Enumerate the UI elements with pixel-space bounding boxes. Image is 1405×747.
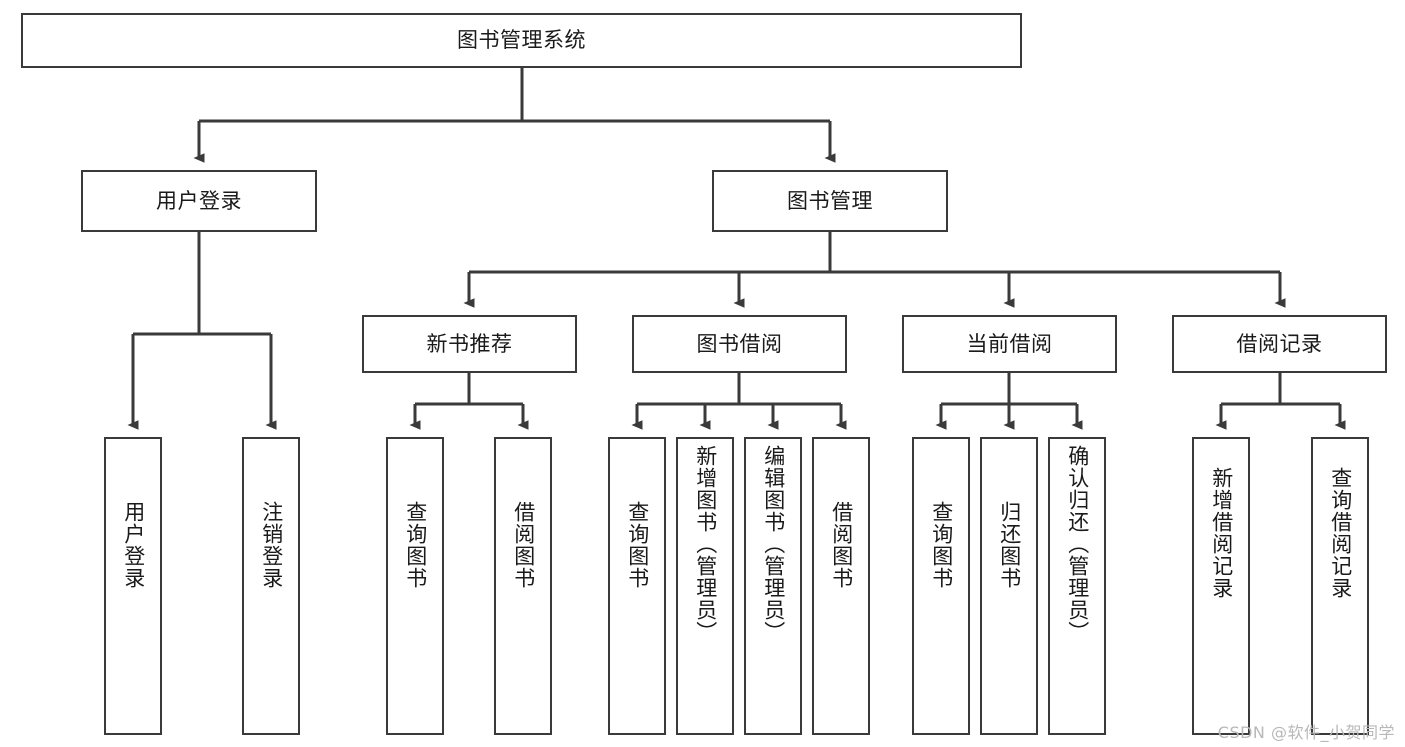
leaf-logout-login[interactable]: 注销登录	[242, 437, 300, 735]
node-user-login[interactable]: 用户登录	[81, 170, 317, 232]
leaf-confirm-return[interactable]: 确认归还（管理员）	[1048, 437, 1106, 735]
leaf-user-login-label: 用户登录	[121, 501, 146, 589]
leaf-query-record-label: 查询借阅记录	[1328, 467, 1353, 599]
leaf-borrow-book-1[interactable]: 借阅图书	[494, 437, 552, 735]
leaf-add-book[interactable]: 新增图书（管理员）	[676, 437, 734, 735]
node-new-book-recommend[interactable]: 新书推荐	[362, 315, 577, 373]
leaf-query-book-1[interactable]: 查询图书	[386, 437, 444, 735]
leaf-logout-login-label: 注销登录	[259, 501, 284, 589]
leaf-add-record-label: 新增借阅记录	[1209, 467, 1234, 599]
node-book-borrow-label: 图书借阅	[696, 331, 783, 356]
node-book-management-label: 图书管理	[787, 188, 873, 213]
leaf-query-book-2-label: 查询图书	[625, 501, 650, 589]
node-book-borrow[interactable]: 图书借阅	[632, 315, 847, 373]
leaf-user-login[interactable]: 用户登录	[104, 437, 162, 735]
leaf-confirm-return-label: 确认归还（管理员）	[1065, 445, 1090, 643]
leaf-borrow-book-1-label: 借阅图书	[511, 501, 536, 589]
node-root-label: 图书管理系统	[457, 28, 586, 52]
leaf-edit-book-label: 编辑图书（管理员）	[761, 445, 786, 643]
csdn-watermark: CSDN @软件_小贺同学	[1217, 723, 1395, 742]
node-current-borrow-label: 当前借阅	[966, 331, 1053, 356]
leaf-return-book-label: 归还图书	[997, 501, 1022, 589]
leaf-query-book-2[interactable]: 查询图书	[608, 437, 666, 735]
node-borrow-record[interactable]: 借阅记录	[1172, 315, 1387, 373]
leaf-query-record[interactable]: 查询借阅记录	[1311, 437, 1369, 735]
leaf-borrow-book-2[interactable]: 借阅图书	[812, 437, 870, 735]
leaf-edit-book[interactable]: 编辑图书（管理员）	[744, 437, 802, 735]
node-new-book-recommend-label: 新书推荐	[426, 331, 513, 356]
leaf-add-record[interactable]: 新增借阅记录	[1192, 437, 1250, 735]
node-borrow-record-label: 借阅记录	[1236, 331, 1323, 356]
node-current-borrow[interactable]: 当前借阅	[902, 315, 1117, 373]
leaf-query-book-3-label: 查询图书	[929, 501, 954, 589]
node-user-login-label: 用户登录	[156, 188, 242, 213]
node-book-management[interactable]: 图书管理	[712, 170, 948, 232]
leaf-return-book[interactable]: 归还图书	[980, 437, 1038, 735]
leaf-query-book-1-label: 查询图书	[403, 501, 428, 589]
node-root[interactable]: 图书管理系统	[21, 13, 1022, 68]
leaf-add-book-label: 新增图书（管理员）	[693, 445, 718, 643]
leaf-query-book-3[interactable]: 查询图书	[912, 437, 970, 735]
leaf-borrow-book-2-label: 借阅图书	[829, 501, 854, 589]
